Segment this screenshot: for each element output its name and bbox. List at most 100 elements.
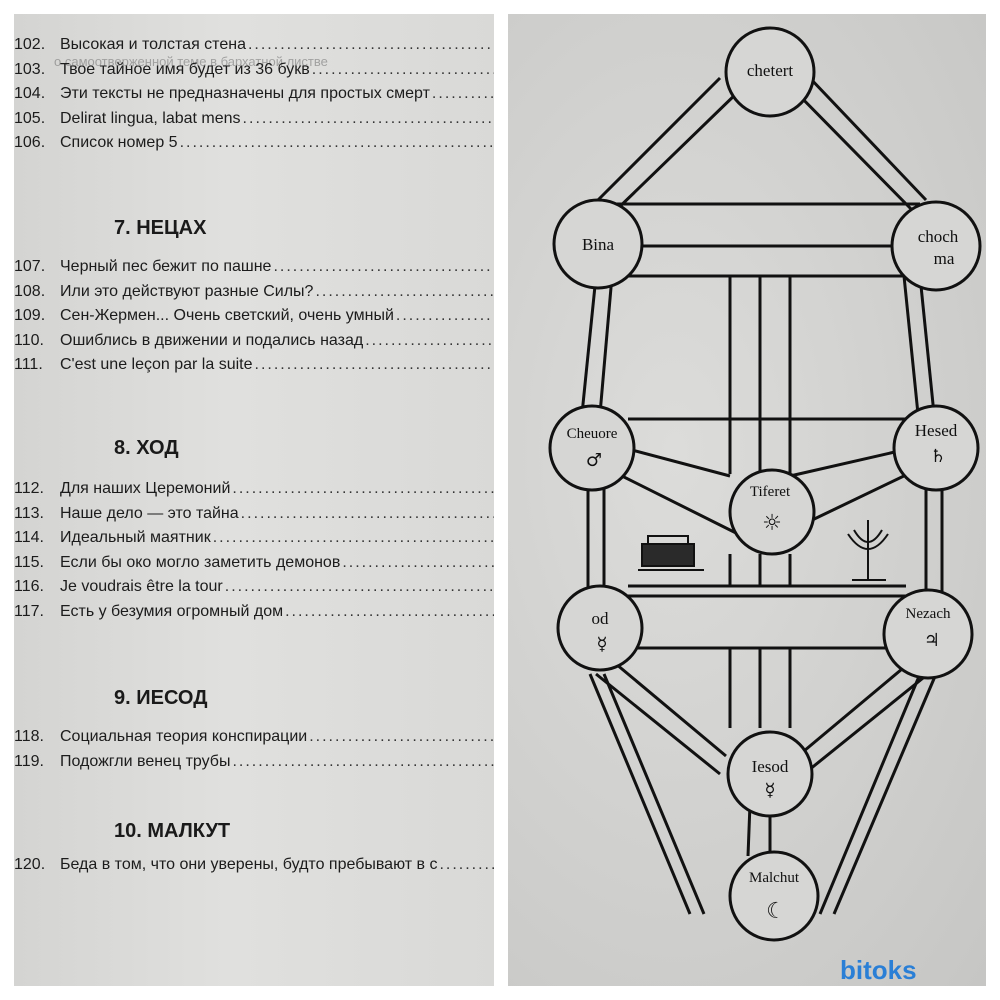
toc-entry-number: 106. [14,134,46,152]
section-heading-malkuth: 10. МАЛКУТ [114,820,231,842]
node-keter [724,26,816,118]
toc-entry-title: C'est une leçon par la suite [60,356,253,374]
node-hod [556,584,644,672]
right-page-diagram: chetert Bina choch ma Cheuore ♂ Hesed ♄ … [508,14,986,986]
toc-entry[interactable]: 117. Есть у безумия огромный дом [14,603,494,627]
toc-entry-number: 120. [14,856,46,873]
label-malchut: Malchut [749,870,800,886]
toc-entry[interactable]: 113. Наше дело — это тайна [14,505,494,529]
toc-entry[interactable]: 118. Социальная теория конспирации [14,728,494,752]
toc-entry-title: Высокая и толстая стена [60,36,246,53]
toc-entry[interactable]: 111.C'est une leçon par la suite [14,356,494,380]
path-keter-chochma [786,82,918,216]
toc-entry[interactable]: 105. Delirat lingua, labat mens [14,110,494,134]
toc-leader-dots [248,36,494,54]
toc-leader-dots [312,61,494,79]
label-chochma-1: choch [918,227,959,246]
toc-entry[interactable]: 108.Или это действуют разные Силы? [14,283,494,307]
toc-leader-dots [232,480,494,498]
toc-entry-number: 102. [14,36,46,53]
toc-entry[interactable]: 112. Для наших Церемоний [14,480,494,504]
toc-entry-number: 113. [14,504,44,522]
toc-entry-number: 104. [14,85,46,103]
jupiter-symbol-icon: ♄ [930,446,946,467]
toc-entry-number: 107. [14,258,46,275]
watermark-logo: bitoks [840,955,917,985]
node-malchut [728,850,820,942]
toc-entry[interactable]: 104.Эти тексты не предназначены для прос… [14,85,494,109]
toc-entry[interactable]: 120. Беда в том, что они уверены, будто п… [14,856,494,880]
toc-leader-dots [439,856,494,874]
toc-leader-dots [309,728,494,746]
node-chochma [890,200,982,292]
left-page-contents: о самоотверженной теме в бархатной листв… [14,14,494,986]
node-hesed [892,404,980,492]
node-geburah [548,404,636,492]
toc-entry-title: Delirat lingua, labat mens [60,109,241,127]
toc-entry-number: 115. [14,553,44,571]
toc-entry[interactable]: 114.Идеальный маятник [14,529,494,553]
toc-entry[interactable]: 106. Список номер 5 [14,134,494,158]
toc-entry-title: Для наших Церемоний [60,480,231,497]
path-nezach-iesod [803,672,929,776]
toc-entry-title: Есть у безумия огромный дом [60,603,284,620]
toc-entry-title: Беда в том, что они уверены, будто пребы… [60,856,438,873]
toc-leader-dots [241,505,494,523]
label-bina: Bina [582,235,615,254]
toc-entry-number: 117. [14,603,44,620]
node-bina [552,198,644,290]
toc-leader-dots [342,554,494,572]
label-keter: chetert [747,61,794,80]
toc-leader-dots [243,110,494,128]
toc-leader-dots [432,85,494,103]
toc-entry-title: Черный пес бежит по пашне [60,258,272,275]
toc-entry[interactable]: 119.Подожгли венец трубы [14,753,494,777]
ark-emblem [638,535,704,571]
toc-leader-dots [285,603,494,621]
toc-entry[interactable]: 110.Ошиблись в движении и подались назад [14,332,494,356]
toc-entry-number: 105. [14,109,46,127]
toc-entry-number: 112. [14,480,44,497]
tree-paths [580,74,944,915]
label-geburah: Cheuore [567,426,618,442]
menorah-emblem [847,520,889,581]
toc-entry-title: Je voudrais être la tour [60,578,223,596]
label-chochma-2: ma [934,249,955,268]
crescent-symbol-icon: ☾ [766,899,786,924]
path-chochma-hesed [918,275,936,415]
label-tiferet: Tiferet [750,484,791,500]
toc-leader-dots [255,356,495,374]
toc-entry-number: 109. [14,307,46,325]
toc-entry-title: Список номер 5 [60,134,178,152]
toc-entry-number: 118. [14,728,44,745]
toc-entry[interactable]: 116.Je voudrais être la tour [14,578,494,602]
mercury-symbol-icon: ☿ [596,634,607,655]
path-bina-geburah [580,275,598,415]
toc-entry-title: Социальная теория конспирации [60,728,308,745]
toc-leader-dots [180,134,494,152]
toc-entry-title: Сен-Жермен... Очень светский, очень умны… [60,307,394,325]
toc-entry[interactable]: 107. Черный пес бежит по пашне [14,258,494,282]
toc-entry-number: 110. [14,331,44,349]
toc-entry[interactable]: 109. Сен-Жермен... Очень светский, очень … [14,307,494,331]
toc-entry-title: Наше дело — это тайна [60,504,239,522]
toc-entry-title: Если бы око могло заметить демонов [60,553,341,571]
toc-entry[interactable]: 115. Если бы око могло заметить демонов [14,554,494,578]
section-heading-hod: 8. ХОД [114,437,179,459]
tree-of-life-diagram: chetert Bina choch ma Cheuore ♂ Hesed ♄ … [548,26,982,942]
node-nezach [882,588,974,680]
label-iesod: Iesod [752,757,789,776]
mars-symbol-icon: ♂ [586,450,602,471]
toc-leader-dots [273,258,494,276]
toc-leader-dots [232,753,494,771]
toc-leader-dots [315,283,494,301]
toc-entry[interactable]: 103.Твое тайное имя будет из 36 букв [14,61,494,85]
section-heading-netzach: 7. НЕЦАХ [114,217,207,239]
label-hesed: Hesed [915,421,958,440]
toc-entry[interactable]: 102. Высокая и толстая стена [14,36,494,60]
label-nezach: Nezach [906,606,951,622]
moon-symbol-icon: ☿ [764,780,775,801]
toc-entry-number: 108. [14,282,46,300]
sun-symbol-icon: ☼ [762,511,782,536]
toc-entry-title: Подожгли венец трубы [60,752,231,770]
